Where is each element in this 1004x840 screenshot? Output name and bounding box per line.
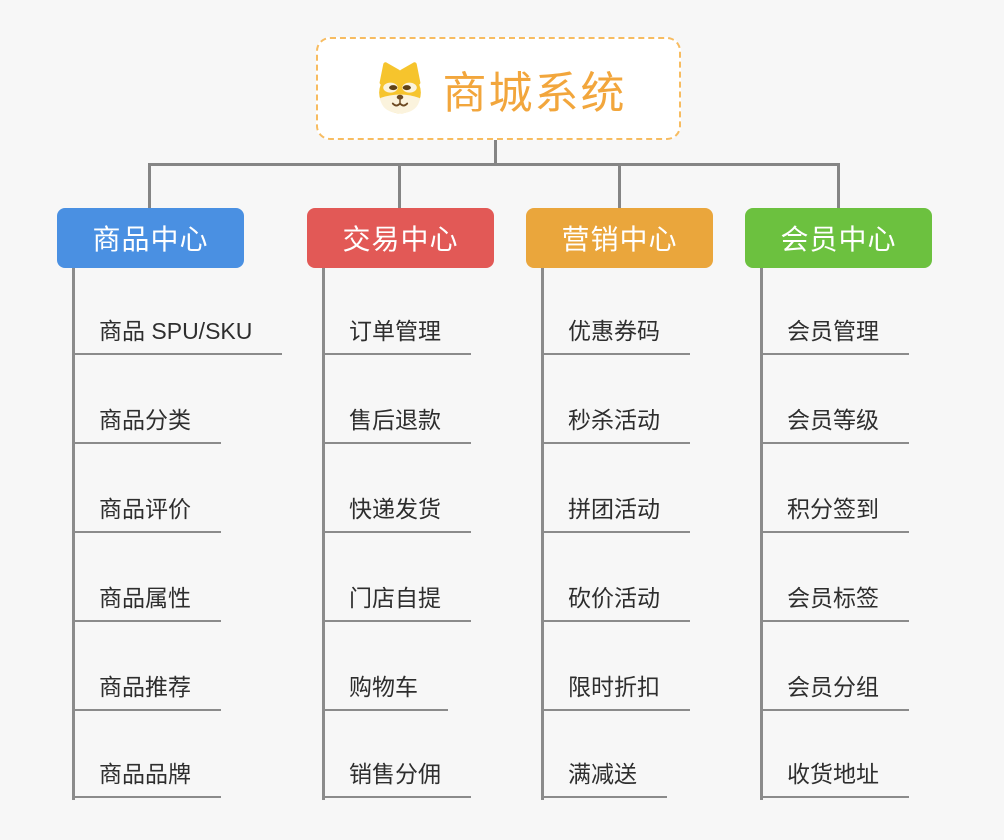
connector-drop-branch-1 — [148, 166, 151, 208]
leaf-node[interactable]: 商品 SPU/SKU — [72, 315, 283, 355]
shiba-dog-icon — [378, 61, 421, 113]
connector-drop-branch-4 — [837, 166, 840, 208]
leaf-node[interactable]: 优惠券码 — [541, 315, 690, 355]
branch-node-marketing[interactable]: 营销中心 — [526, 208, 713, 268]
leaf-node[interactable]: 收货地址 — [760, 758, 909, 798]
connector-drop-branch-3 — [618, 166, 621, 208]
spine-branch-2 — [322, 268, 325, 800]
leaf-node[interactable]: 秒杀活动 — [541, 404, 690, 444]
leaf-node[interactable]: 积分签到 — [760, 493, 909, 533]
leaf-node[interactable]: 会员等级 — [760, 404, 909, 444]
leaf-node[interactable]: 会员分组 — [760, 671, 909, 711]
leaf-node[interactable]: 砍价活动 — [541, 582, 690, 622]
spine-branch-3 — [541, 268, 544, 800]
connector-horizontal-rail — [148, 163, 840, 166]
root-title: 商城系统 — [442, 68, 627, 118]
leaf-node[interactable]: 会员管理 — [760, 315, 909, 355]
leaf-node[interactable]: 订单管理 — [322, 315, 471, 355]
leaf-node[interactable]: 购物车 — [322, 671, 448, 711]
branch-node-products[interactable]: 商品中心 — [57, 208, 244, 268]
root-node[interactable]: 商城系统 — [316, 37, 681, 140]
connector-drop-branch-2 — [398, 166, 401, 208]
leaf-node[interactable]: 商品属性 — [72, 582, 221, 622]
spine-branch-4 — [760, 268, 763, 800]
spine-branch-1 — [72, 268, 75, 800]
leaf-node[interactable]: 会员标签 — [760, 582, 909, 622]
leaf-node[interactable]: 门店自提 — [322, 582, 471, 622]
leaf-node[interactable]: 销售分佣 — [322, 758, 471, 798]
branch-node-trade[interactable]: 交易中心 — [307, 208, 494, 268]
branch-node-members[interactable]: 会员中心 — [745, 208, 932, 268]
leaf-node[interactable]: 售后退款 — [322, 404, 471, 444]
leaf-node[interactable]: 快递发货 — [322, 493, 471, 533]
leaf-node[interactable]: 拼团活动 — [541, 493, 690, 533]
leaf-node[interactable]: 满减送 — [541, 758, 667, 798]
leaf-node[interactable]: 商品品牌 — [72, 758, 221, 798]
leaf-node[interactable]: 商品评价 — [72, 493, 221, 533]
leaf-node[interactable]: 限时折扣 — [541, 671, 690, 711]
leaf-node[interactable]: 商品推荐 — [72, 671, 221, 711]
connector-root-drop — [494, 140, 497, 164]
leaf-node[interactable]: 商品分类 — [72, 404, 221, 444]
